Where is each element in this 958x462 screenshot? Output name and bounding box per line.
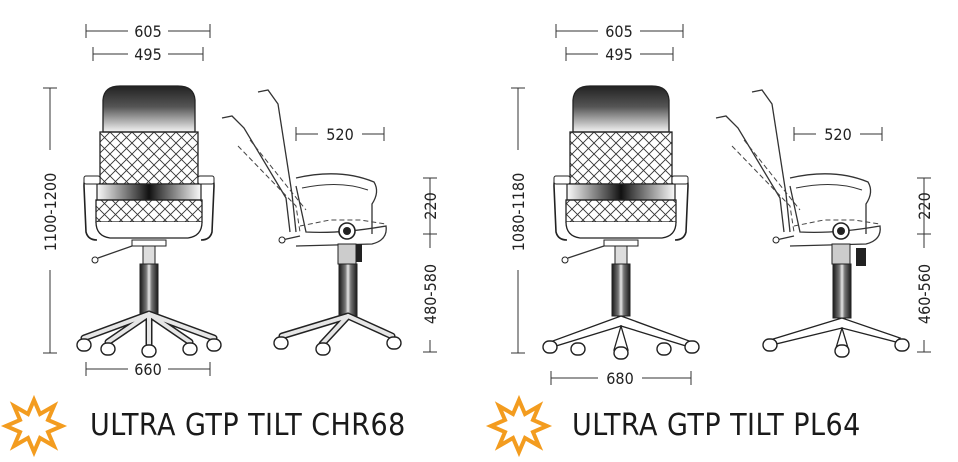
left-width-outer-dimension: 605 [85,22,211,41]
left-armrest-height-label: 220 [421,192,440,219]
left-chair-side-view [221,89,402,356]
right-seat-height-dimension: 460-560 [915,234,934,353]
right-width-outer-label: 605 [605,22,632,41]
left-product-title: ULTRA GTP TILT CHR68 [90,408,406,443]
left-base-width-label: 660 [134,360,161,379]
right-armrest-height-label: 220 [915,192,934,219]
left-armrest-height-dimension: 220 [421,177,440,235]
left-seat-height-dimension: 480-580 [421,234,440,353]
right-width-outer-dimension: 605 [555,22,684,41]
left-height-dimension: 1100-1200 [41,87,60,354]
left-chair-front-view [76,85,222,358]
left-width-outer-label: 605 [134,22,161,41]
star-burst-icon [0,394,68,458]
right-base-width-label: 680 [606,369,633,388]
left-depth-label: 520 [326,125,353,144]
right-width-inner-label: 495 [605,45,632,64]
left-width-inner-label: 495 [134,45,161,64]
left-seat-height-label: 480-580 [421,264,440,324]
star-burst-icon [485,394,553,458]
left-depth-dimension: 520 [295,125,385,144]
right-armrest-height-dimension: 220 [915,177,934,235]
right-chair-front-view [542,85,700,360]
left-height-label: 1100-1200 [41,173,60,251]
right-width-inner-dimension: 495 [565,45,674,64]
left-chair-group: 605 495 1100-1200 [0,22,440,458]
right-height-label: 1080-1180 [509,173,528,251]
right-depth-label: 520 [824,125,851,144]
right-product-title: ULTRA GTP TILT PL64 [572,408,861,443]
right-chair-group: 605 495 1080-1180 [485,22,934,458]
right-height-dimension: 1080-1180 [509,87,528,354]
right-base-width-dimension: 680 [550,369,692,388]
left-width-inner-dimension: 495 [92,45,204,64]
right-depth-dimension: 520 [793,125,883,144]
right-seat-height-label: 460-560 [915,264,934,324]
right-chair-side-view [715,89,910,358]
left-base-width-dimension: 660 [85,360,211,379]
